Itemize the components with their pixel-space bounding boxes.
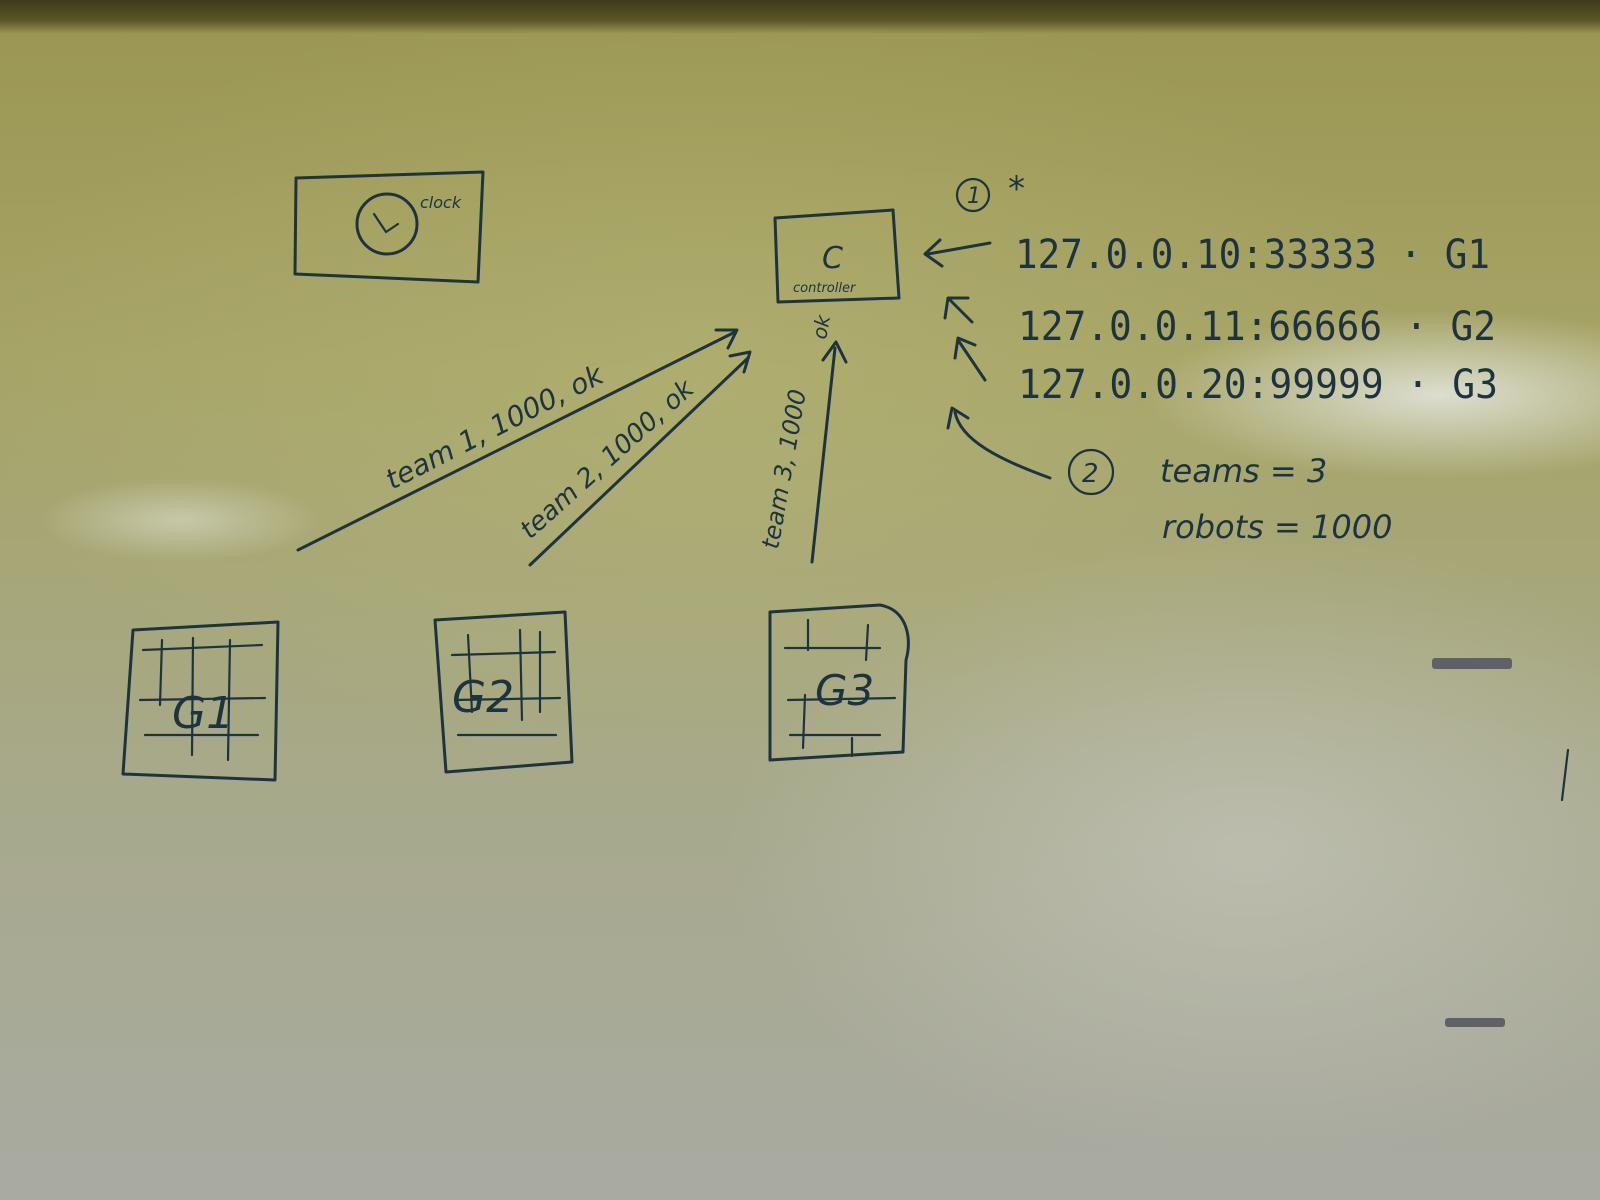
marker-tray <box>1432 658 1570 1027</box>
grid-g3-label: G3 <box>815 666 874 715</box>
tray-clip-lower <box>1445 1018 1505 1027</box>
step2-block: 2 teams = 3 robots = 1000 <box>1067 448 1392 546</box>
address-arrows <box>923 238 1052 480</box>
config-teams: teams = 3 <box>1160 452 1327 490</box>
address-g3: 127.0.0.20:99999 · G3 <box>1018 362 1498 408</box>
grid-g2: G2 <box>433 610 574 774</box>
clock-box-label: clock <box>420 193 462 212</box>
address-list: 127.0.0.10:33333 · G1 127.0.0.11:66666 ·… <box>1015 232 1498 408</box>
grid-to-controller-arrows: team 1, 1000, ok team 2, 1000, ok team 3… <box>296 312 848 567</box>
arrow3-label: team 3, 1000 <box>756 387 812 551</box>
tray-clip-upper <box>1432 658 1512 669</box>
grid-g3: G3 <box>768 603 910 762</box>
step1-star: * <box>1008 169 1025 209</box>
grid-g1: G1 <box>121 620 280 782</box>
controller-label: controller <box>793 281 857 296</box>
config-robots: robots = 1000 <box>1162 508 1392 546</box>
step2-number: 2 <box>1082 459 1099 489</box>
board-top-edge <box>0 0 1600 34</box>
clock-box: clock <box>293 170 485 284</box>
address-g2: 127.0.0.11:66666 · G2 <box>1018 304 1496 350</box>
controller-box: C controller <box>773 208 901 304</box>
arrow3-ok: ok <box>807 312 835 341</box>
controller-letter: C <box>822 241 843 276</box>
step1-marker: 1 * <box>955 169 1025 213</box>
step1-number: 1 <box>967 184 981 209</box>
address-g1: 127.0.0.10:33333 · G1 <box>1015 232 1490 278</box>
grid-g1-label: G1 <box>172 688 234 739</box>
grid-g2-label: G2 <box>452 672 514 723</box>
board-edge-mark <box>1560 748 1570 802</box>
